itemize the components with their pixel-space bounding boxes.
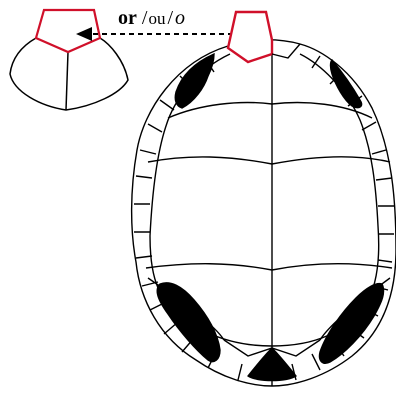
turtle-shell xyxy=(132,12,396,386)
label-or: or xyxy=(118,7,137,29)
arrow-label: or/ou/o xyxy=(118,7,185,29)
label-ou: ou xyxy=(148,9,166,28)
detached-scute-group xyxy=(10,10,128,110)
label-slash-1: / xyxy=(142,7,148,29)
label-o: o xyxy=(175,7,185,29)
label-slash-2: / xyxy=(167,7,173,29)
